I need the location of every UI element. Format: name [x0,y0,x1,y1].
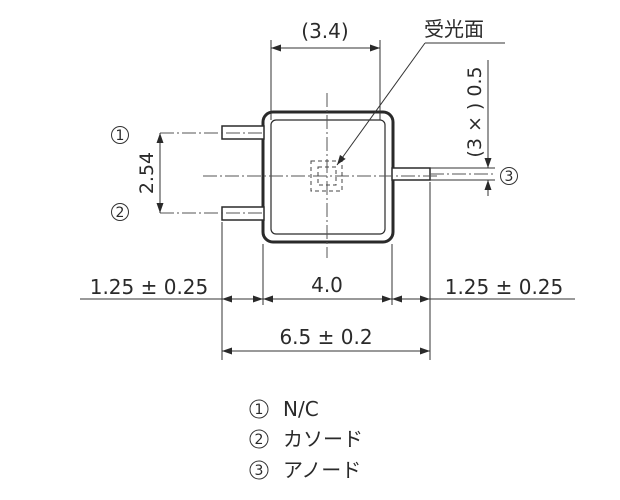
legend-number: 2 [255,432,264,448]
legend-label: N/C [283,397,319,421]
svg-text:1: 1 [116,128,125,144]
pin-3-marker: 3 [500,167,518,185]
legend-number: 1 [255,402,264,418]
receiving-surface-leader [336,42,505,166]
legend-label: アノード [283,458,361,482]
legend-item-2: 2 カソード [249,427,363,451]
legend-label: カソード [283,427,363,451]
legend-item-3: 3 アノード [249,458,361,482]
window-width-label: (3.4) [301,19,348,43]
legend-item-1: 1 N/C [249,397,319,421]
window-width-dimension [270,40,381,120]
svg-text:3: 3 [505,169,514,185]
pin-1-marker: 1 [111,126,129,144]
svg-text:2: 2 [116,205,125,221]
pin-legend: 1 N/C 2 カソード 3 アノード [249,397,363,482]
overall-width-label: 6.5 ± 0.2 [279,325,372,349]
body-width-label: 4.0 [311,273,343,297]
lead-pin-3 [391,167,431,181]
center-lines [160,93,495,258]
receiving-area-outline [310,160,343,192]
package-body [261,110,395,244]
lead-width-dimension [430,60,495,196]
left-lead-label: 1.25 ± 0.25 [90,275,209,299]
legend-number: 3 [255,463,264,479]
receiving-surface-label: 受光面 [424,17,484,41]
pin-pitch-label: 2.54 [136,152,158,194]
extension-lines [221,182,431,360]
right-lead-label: 1.25 ± 0.25 [445,275,564,299]
lead-width-label: (3 × ) 0.5 [464,66,486,157]
pin-2-marker: 2 [111,203,129,221]
